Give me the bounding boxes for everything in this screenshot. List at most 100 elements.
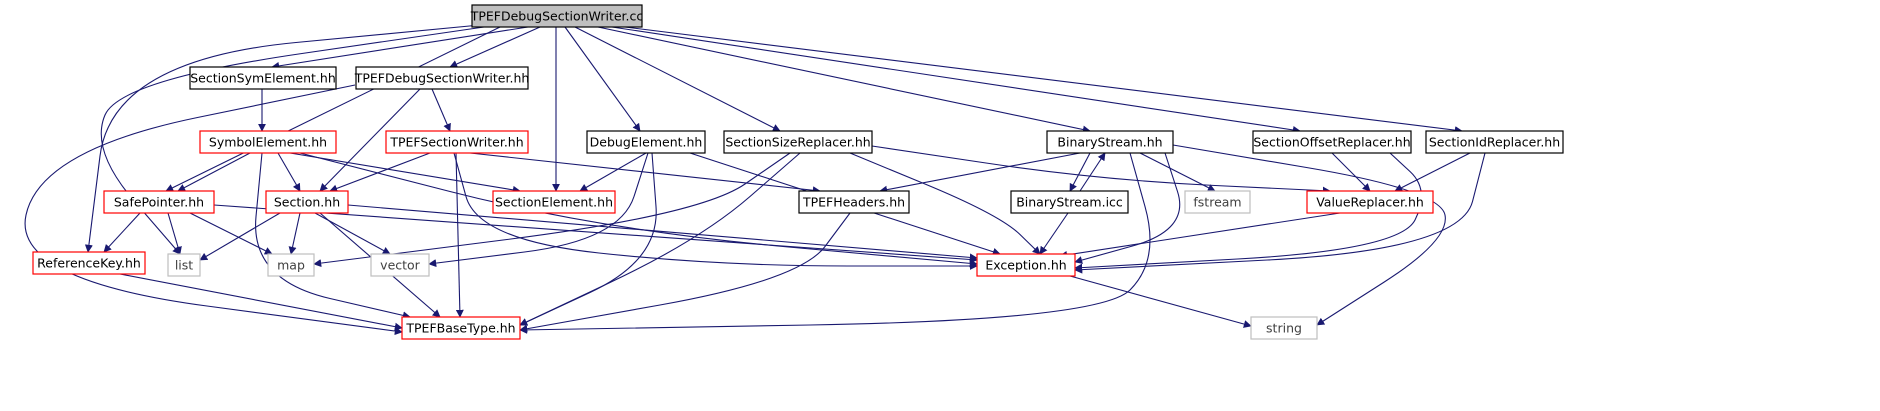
node-box [32, 251, 146, 275]
node-label: SectionSymElement.hh [190, 71, 336, 86]
node-box [1306, 190, 1434, 214]
edge-headers-basetype [519, 212, 851, 333]
node-box [370, 253, 430, 277]
edge-bs-headers [879, 152, 1081, 194]
node-label: TPEFHeaders.hh [802, 195, 905, 210]
edge-dswhh-basetype [24, 84, 403, 336]
node-label: BinaryStream.icc [1016, 195, 1123, 210]
edge-dswhh-tsw [431, 88, 451, 132]
node-box [267, 253, 315, 277]
node-label: Section.hh [274, 195, 340, 210]
edge-root-sir [624, 26, 1463, 135]
edge-bs-bsicc [1069, 152, 1091, 192]
node-symel[interactable]: SectionSymElement.hh [189, 66, 337, 90]
node-box [586, 130, 706, 154]
edge-bsicc-bs [1079, 152, 1106, 192]
dependency-edges [24, 24, 1486, 336]
edge-bsicc-exc [1039, 212, 1069, 255]
node-sp[interactable]: SafePointer.hh [103, 190, 215, 214]
node-root[interactable]: TPEFDebugSectionWriter.cc [470, 4, 644, 28]
edge-tsw-headers [469, 152, 821, 195]
node-label: vector [380, 258, 421, 273]
node-label: string [1266, 321, 1302, 336]
node-refkey[interactable]: ReferenceKey.hh [32, 251, 146, 275]
node-fstream: fstream [1184, 190, 1251, 214]
node-label: ReferenceKey.hh [37, 256, 141, 271]
node-tsw[interactable]: TPEFSectionWriter.hh [385, 130, 529, 154]
node-vector: vector [370, 253, 430, 277]
node-box [1046, 130, 1174, 154]
edge-sir-exc [1074, 152, 1486, 274]
node-box [492, 190, 616, 214]
edge-sor-exc [1074, 152, 1422, 272]
node-exc[interactable]: Exception.hh [976, 253, 1076, 277]
node-label: TPEFDebugSectionWriter.hh [354, 71, 530, 86]
edge-root-list [100, 26, 485, 255]
edge-debug-vector [428, 152, 649, 268]
node-headers[interactable]: TPEFHeaders.hh [798, 190, 910, 214]
edge-root-sp [165, 26, 501, 192]
node-box [1250, 316, 1318, 340]
node-label: SectionIdReplacer.hh [1429, 135, 1560, 150]
node-box [976, 253, 1076, 277]
node-box [385, 130, 529, 154]
node-list: list [167, 253, 201, 277]
edge-ssr-exc [849, 152, 1041, 255]
node-box [167, 253, 201, 277]
node-box [723, 130, 873, 154]
node-label: ValueReplacer.hh [1316, 195, 1424, 210]
edge-symbol-section [277, 152, 301, 192]
node-sor[interactable]: SectionOffsetReplacer.hh [1252, 130, 1412, 154]
node-label: BinaryStream.hh [1057, 135, 1162, 150]
node-ssr[interactable]: SectionSizeReplacer.hh [723, 130, 873, 154]
node-dswhh[interactable]: TPEFDebugSectionWriter.hh [354, 66, 530, 90]
node-box [1425, 130, 1564, 154]
edge-bs-fstream [1139, 152, 1216, 192]
node-section[interactable]: Section.hh [265, 190, 349, 214]
edge-refkey-basetype [119, 273, 403, 331]
edge-sp-exc [213, 204, 978, 264]
edge-vr-exc [1059, 212, 1341, 259]
node-box [1252, 130, 1412, 154]
file-nodes: TPEFDebugSectionWriter.ccSectionSymEleme… [32, 4, 1564, 340]
node-basetype[interactable]: TPEFBaseType.hh [401, 316, 521, 340]
node-label: TPEFDebugSectionWriter.cc [470, 9, 644, 24]
edge-root-sor [611, 26, 1301, 134]
node-sir[interactable]: SectionIdReplacer.hh [1425, 130, 1564, 154]
edge-section-exc [347, 204, 978, 262]
node-vr[interactable]: ValueReplacer.hh [1306, 190, 1434, 214]
edge-tsw-exc [453, 152, 978, 270]
edge-root-dswhh [449, 26, 541, 68]
edge-dswhh-section [319, 88, 421, 192]
edge-bs-basetype [519, 152, 1151, 334]
node-symbol[interactable]: SymbolElement.hh [199, 130, 337, 154]
edge-tsw-basetype [455, 152, 464, 318]
edge-section-map [288, 212, 301, 255]
edge-bs-string [1172, 144, 1446, 326]
node-bsicc[interactable]: BinaryStream.icc [1010, 190, 1129, 214]
node-label: SectionElement.hh [495, 195, 613, 210]
node-box [199, 130, 337, 154]
node-label: fstream [1193, 195, 1241, 210]
edge-sp-list [167, 212, 182, 255]
node-bs[interactable]: BinaryStream.hh [1046, 130, 1174, 154]
edge-sp-refkey [103, 212, 141, 253]
edge-sir-vr [1394, 152, 1471, 192]
node-secel[interactable]: SectionElement.hh [492, 190, 616, 214]
node-label: DebugElement.hh [590, 135, 703, 150]
node-box [265, 190, 349, 214]
node-debug[interactable]: DebugElement.hh [586, 130, 706, 154]
node-box [103, 190, 215, 214]
edge-debug-secel [579, 152, 647, 192]
edge-root-debug [564, 26, 641, 132]
edge-root-bs [597, 26, 1091, 134]
edge-symbol-secel [289, 152, 521, 194]
edge-root-refkey [84, 24, 481, 253]
node-box [189, 66, 337, 90]
node-box [798, 190, 910, 214]
node-box [1010, 190, 1129, 214]
node-label: TPEFBaseType.hh [405, 321, 515, 336]
edge-debug-basetype [519, 152, 657, 326]
edge-tsw-section [329, 152, 431, 193]
